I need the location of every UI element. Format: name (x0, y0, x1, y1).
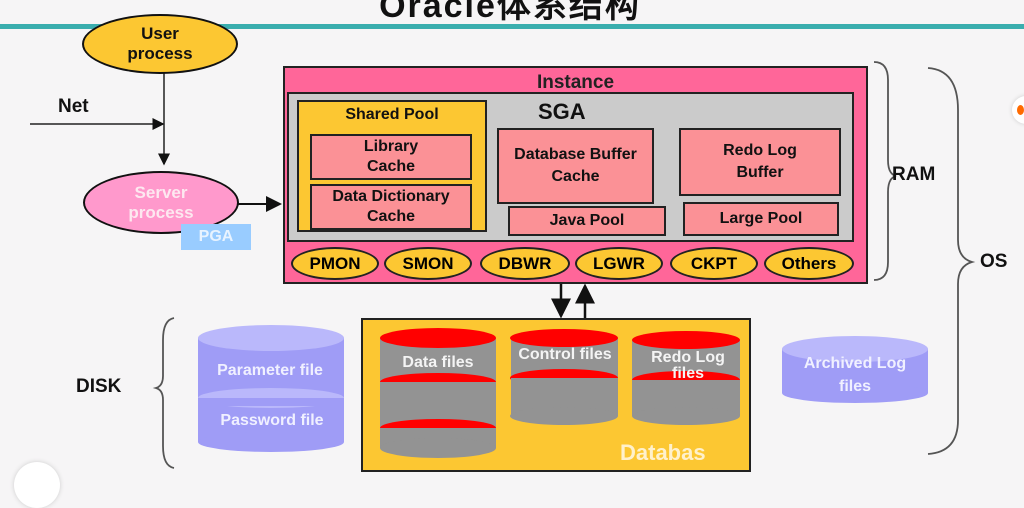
title-divider (0, 24, 1024, 29)
bg-process-smon: SMON (384, 247, 472, 280)
control-files-label: Control files (518, 346, 612, 363)
net-label: Net (58, 96, 89, 117)
redo-log-buffer-label: Redo Log Buffer (723, 142, 797, 181)
disk-bracket (152, 317, 175, 469)
ram-bracket (873, 61, 897, 281)
password-file-label: Password file (220, 412, 324, 429)
control-files-cylinder (510, 329, 618, 425)
user-process-node: User process (82, 14, 238, 74)
overlay-button-fragment[interactable] (1012, 96, 1024, 124)
server-process-node: Server process (83, 171, 239, 234)
os-bracket (927, 67, 976, 455)
archived-log-files-cylinder (782, 336, 928, 403)
bg-process-lgwr: LGWR (575, 247, 663, 280)
instance-label: Instance (536, 72, 615, 93)
overlay-circle-fragment[interactable] (14, 462, 60, 508)
bg-process-others: Others (764, 247, 854, 280)
java-pool-box: Java Pool (508, 206, 666, 236)
bg-process-ckpt: CKPT (670, 247, 758, 280)
ram-label: RAM (892, 164, 936, 185)
database-label: Databas (620, 440, 706, 465)
disk-label: DISK (76, 376, 122, 397)
shared-pool-label: Shared Pool (345, 106, 439, 123)
data-dictionary-cache-box: Data Dictionary Cache (310, 184, 472, 230)
os-label: OS (980, 251, 1008, 272)
database-buffer-cache-box: Database Buffer Cache (497, 128, 654, 204)
archived-log-files-label: Archived Log files (803, 355, 907, 395)
redo-log-buffer-box: Redo Log Buffer (679, 128, 841, 196)
parameter-password-cylinder (198, 325, 344, 452)
slide-title: Oracle体系结构 (379, 0, 641, 25)
library-cache-label: Library Cache (363, 138, 419, 175)
redo-log-files-cylinder (632, 331, 740, 425)
bg-process-dbwr: DBWR (480, 247, 570, 280)
user-process-label: User process (127, 24, 193, 63)
bg-process-pmon: PMON (291, 247, 379, 280)
database-buffer-cache-label: Database Buffer Cache (514, 146, 637, 185)
sga-label: SGA (538, 99, 586, 124)
pga-box: PGA (181, 224, 251, 250)
large-pool-box: Large Pool (683, 202, 839, 236)
orange-dot-icon (1017, 105, 1024, 115)
server-process-label: Server process (128, 182, 194, 222)
library-cache-box: Library Cache (310, 134, 472, 180)
data-files-cylinder (380, 328, 496, 458)
data-dictionary-cache-label: Data Dictionary Cache (332, 188, 450, 225)
parameter-file-label: Parameter file (217, 362, 323, 379)
redo-log-files-label: Redo Log files (651, 349, 725, 382)
data-files-label: Data files (402, 354, 474, 371)
connectors-layer (30, 61, 976, 469)
